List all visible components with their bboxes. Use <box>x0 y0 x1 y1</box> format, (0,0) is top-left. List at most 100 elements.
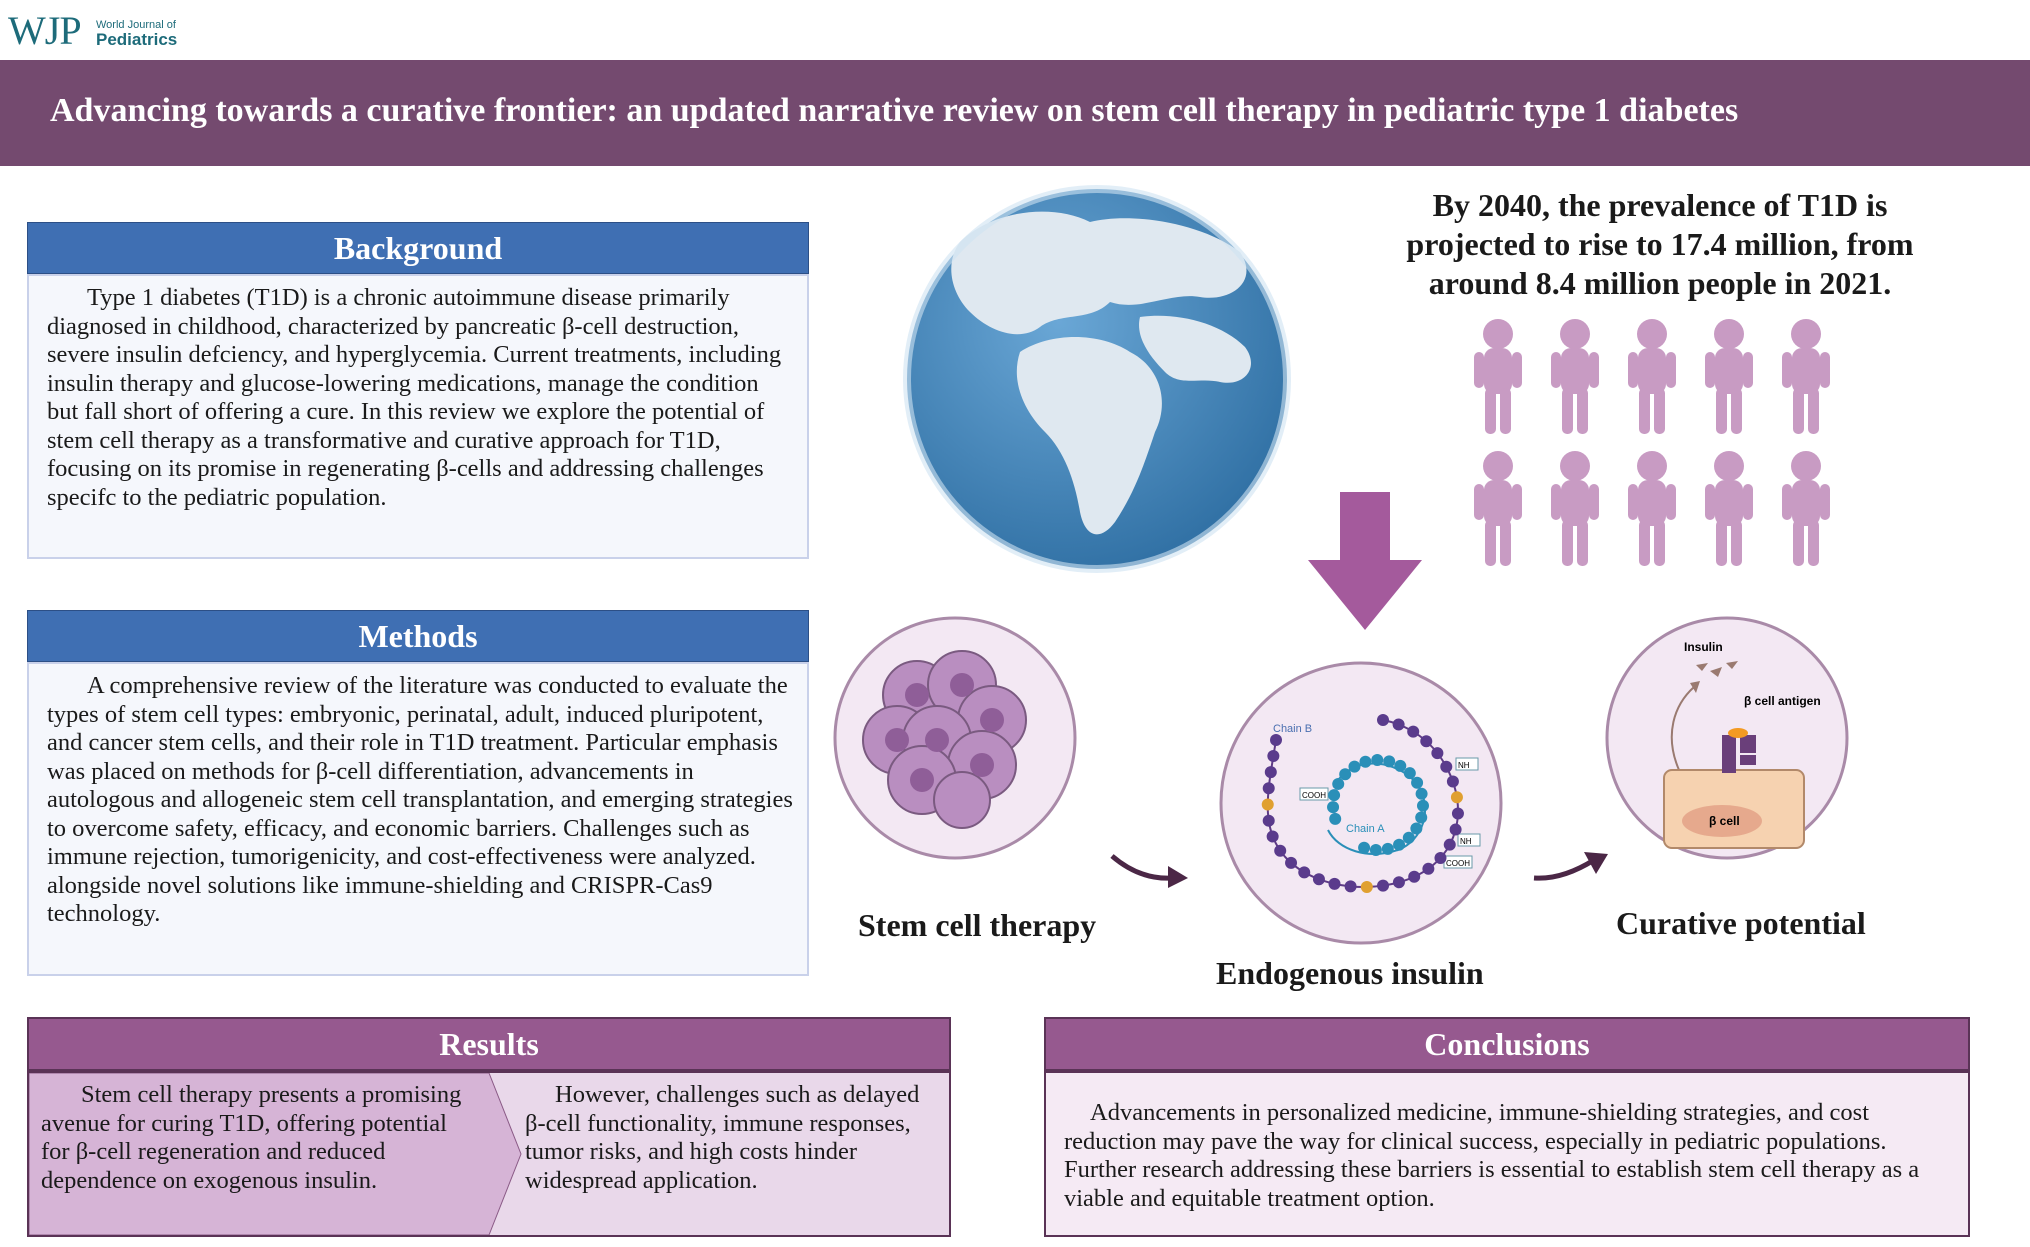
arrow-to-curative-icon <box>1533 852 1608 881</box>
chain-b-bead <box>1270 734 1282 746</box>
logo-journal-line1: World Journal of <box>96 19 176 31</box>
chain-a-bead <box>1403 767 1416 780</box>
insulin-illustration: Chain B Chain A COOH COOH NH NH <box>1219 661 1503 945</box>
down-arrow-icon <box>1308 492 1422 630</box>
chain-a-bead <box>1371 754 1384 767</box>
chain-b-bead <box>1420 735 1433 748</box>
chain-a-bead <box>1339 768 1352 781</box>
chain-a-bead <box>1410 822 1423 835</box>
chain-b-bead <box>1446 775 1459 788</box>
child-figure-icon <box>1782 319 1830 434</box>
chain-b-bead <box>1377 879 1390 892</box>
results-heading: Results <box>27 1017 951 1071</box>
arrow-to-insulin-icon <box>1110 854 1188 888</box>
results-body: Stem cell therapy presents a promising a… <box>27 1071 951 1237</box>
chain-b-bead <box>1392 718 1405 731</box>
children-figures <box>1470 318 1830 578</box>
conclusions-body: Advancements in personalized medicine, i… <box>1044 1071 1970 1237</box>
chain-b-bead <box>1377 714 1389 726</box>
chain-a-bead <box>1383 755 1396 768</box>
chain-b-bead <box>1422 862 1435 875</box>
chain-a-bead <box>1332 777 1345 790</box>
chain-b-bead <box>1450 791 1463 804</box>
insulin-small-label: Insulin <box>1684 640 1723 654</box>
chain-b-bead <box>1266 830 1279 843</box>
title-banner: Advancing towards a curative frontier: a… <box>0 60 2030 166</box>
child-figure-icon <box>1705 451 1753 566</box>
child-figure-icon <box>1628 451 1676 566</box>
chain-b-bead <box>1440 760 1453 773</box>
stem-cell-illustration <box>833 616 1077 860</box>
cooh-label-1: COOH <box>1302 791 1326 800</box>
chain-b-bead <box>1431 747 1444 760</box>
chain-b-bead <box>1451 807 1464 820</box>
chain-a-bead <box>1348 760 1361 773</box>
chain-b-bead <box>1261 798 1274 811</box>
child-figure-icon <box>1474 451 1522 566</box>
chain-a-bead <box>1328 789 1341 802</box>
chain-b-bead <box>1264 766 1277 779</box>
chain-a-bead <box>1416 799 1429 812</box>
page-title: Advancing towards a curative frontier: a… <box>50 92 1739 129</box>
background-text: Type 1 diabetes (T1D) is a chronic autoi… <box>47 284 782 511</box>
prevalence-line1: By 2040, the prevalence of T1D is <box>1432 187 1888 223</box>
curative-potential-label: Curative potential <box>1616 905 1866 941</box>
results-right: However, challenges such as delayed β-ce… <box>525 1081 935 1195</box>
globe-land-north <box>951 211 1247 335</box>
chain-b-bead <box>1344 880 1357 893</box>
globe-illustration <box>903 185 1291 573</box>
chain-b-bead <box>1262 782 1275 795</box>
results-left-text: Stem cell therapy presents a promising a… <box>41 1081 462 1194</box>
chain-b-bead <box>1285 856 1298 869</box>
chain-a-bead <box>1329 812 1342 825</box>
chain-a-bead <box>1359 755 1372 768</box>
child-figure-icon <box>1474 319 1522 434</box>
results-left: Stem cell therapy presents a promising a… <box>41 1081 481 1195</box>
chain-a-bead <box>1415 811 1428 824</box>
chain-a-bead <box>1358 841 1371 854</box>
cooh-label-2: COOH <box>1446 859 1470 868</box>
chain-b-bead <box>1449 823 1462 836</box>
child-figure-icon <box>1551 451 1599 566</box>
chain-b-bead <box>1434 852 1447 865</box>
results-right-text: However, challenges such as delayed β-ce… <box>525 1081 920 1194</box>
background-body: Type 1 diabetes (T1D) is a chronic autoi… <box>27 274 809 559</box>
nh2-label-2: NH <box>1460 837 1472 846</box>
nh2-label-1: NH <box>1458 761 1470 770</box>
chain-b-bead <box>1298 866 1311 879</box>
chain-b-label: Chain B <box>1273 723 1312 735</box>
chain-b-bead <box>1312 873 1325 886</box>
globe-land-africa <box>1016 337 1162 535</box>
chain-a-bead <box>1411 776 1424 789</box>
chain-a-bead <box>1402 831 1415 844</box>
stem-cell-therapy-label: Stem cell therapy <box>858 907 1097 943</box>
chain-a-bead <box>1394 759 1407 772</box>
chain-b-bead <box>1408 870 1421 883</box>
child-figure-icon <box>1628 319 1676 434</box>
chain-a-bead <box>1393 838 1406 851</box>
logo-journal-line2: Pediatrics <box>96 30 178 49</box>
prevalence-line2: projected to rise to 17.4 million, from <box>1406 226 1914 262</box>
chain-a-bead <box>1415 787 1428 800</box>
curative-illustration: Insulin β cell antigen β cell <box>1605 616 1849 860</box>
background-heading: Background <box>27 222 809 274</box>
methods-heading: Methods <box>27 610 809 662</box>
endogenous-insulin-label: Endogenous insulin <box>1216 955 1484 991</box>
journal-logo: WJP World Journal of Pediatrics <box>8 6 238 56</box>
chain-a-label: Chain A <box>1346 823 1385 835</box>
chain-b-bead <box>1267 750 1280 763</box>
chain-b-bead <box>1360 880 1373 893</box>
child-figure-icon <box>1705 319 1753 434</box>
chain-a-bead <box>1327 801 1340 814</box>
methods-text: A comprehensive review of the literature… <box>47 672 793 927</box>
chain-a-bead <box>1369 843 1382 856</box>
logo-abbr: WJP <box>8 8 82 53</box>
chain-b-bead <box>1262 814 1275 827</box>
conclusions-heading: Conclusions <box>1044 1017 1970 1071</box>
methods-body: A comprehensive review of the literature… <box>27 662 809 976</box>
globe-land-arabia <box>1139 315 1251 383</box>
beta-cell-label: β cell <box>1709 814 1740 828</box>
chain-b-bead <box>1392 876 1405 889</box>
child-figure-icon <box>1551 319 1599 434</box>
child-figure-icon <box>1782 451 1830 566</box>
